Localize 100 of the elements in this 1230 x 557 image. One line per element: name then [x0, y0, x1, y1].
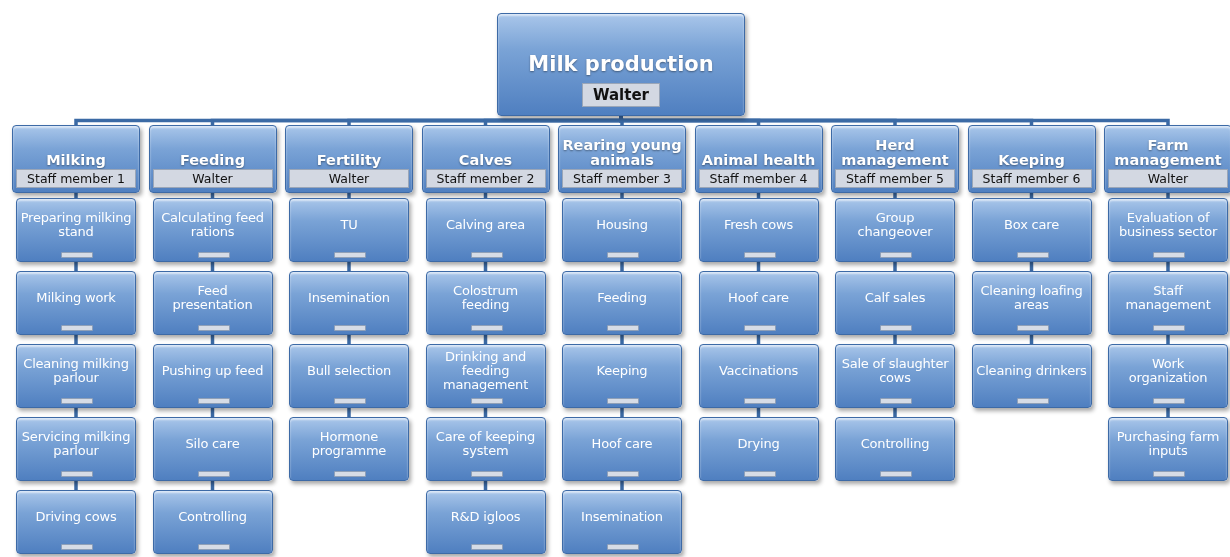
person-label: Staff member 3 [562, 169, 682, 188]
task-label: Vaccinations [718, 363, 799, 379]
task-label: Bull selection [306, 363, 392, 379]
connector-line [893, 408, 897, 417]
task-box [562, 344, 682, 408]
task-box [425, 344, 546, 408]
task-label: TU [340, 217, 358, 233]
task-label: Evaluation of business sector [1117, 210, 1219, 240]
heading: Animal health [701, 152, 816, 167]
category-box [421, 125, 550, 193]
task-box [698, 417, 819, 481]
connector-line [1166, 408, 1170, 417]
heading: Herd management [840, 138, 950, 167]
task-label: Insemination [308, 290, 390, 306]
connector-line [893, 193, 897, 198]
task-label: Group changeover [856, 210, 934, 240]
category-box [285, 125, 413, 193]
task-label: Feed presentation [171, 283, 254, 313]
category-box [967, 125, 1096, 193]
heading: Milk production [528, 54, 714, 75]
person-label: Staff member 2 [425, 169, 546, 188]
task-label: Hoof care [728, 290, 789, 306]
task-label: Care of keeping system [434, 429, 537, 459]
task-box [152, 344, 273, 408]
connector-line [893, 335, 897, 344]
connector-line [1166, 335, 1170, 344]
task-box [1108, 417, 1228, 481]
task-box [152, 490, 273, 554]
heading: Keeping [998, 152, 1065, 167]
task-label: Cleaning drinkers [976, 363, 1087, 379]
task-box [698, 344, 819, 408]
task-box [16, 344, 136, 408]
task-box [289, 417, 409, 481]
task-label: Cleaning milking parlour [22, 356, 130, 386]
connector-line [620, 408, 624, 417]
category-box [558, 125, 686, 193]
task-label: Cleaning loafing areas [979, 283, 1084, 313]
task-label: Work organization [1127, 356, 1209, 386]
connector-line [347, 408, 351, 417]
connector-line [74, 335, 78, 344]
heading: Milking [46, 152, 106, 167]
category-box [12, 125, 140, 193]
heading: Rearing young animals [562, 138, 682, 167]
connector-line [620, 335, 624, 344]
task-box [562, 198, 682, 262]
task-label: Purchasing farm inputs [1115, 429, 1221, 459]
connector-line [347, 193, 351, 198]
person-label: Walter [582, 83, 660, 107]
task-box [152, 271, 273, 335]
task-label: Drying [737, 436, 780, 452]
task-label: Preparing milking stand [19, 210, 133, 240]
task-box [1108, 344, 1228, 408]
heading: Fertility [316, 152, 382, 167]
task-box [971, 198, 1092, 262]
task-label: R&D igloos [450, 509, 521, 525]
task-label: Box care [1004, 217, 1059, 233]
connector-line [74, 193, 78, 198]
person-label: Walter [1108, 169, 1228, 188]
task-label: Hormone programme [310, 429, 388, 459]
task-box [425, 271, 546, 335]
person-label: Staff member 6 [971, 169, 1092, 188]
task-box [16, 198, 136, 262]
task-label: Keeping [596, 363, 648, 379]
task-box [1108, 198, 1228, 262]
task-label: Silo care [185, 436, 240, 452]
connector-line [620, 481, 624, 490]
person-label: Staff member 1 [16, 169, 136, 188]
task-label: Staff management [1124, 283, 1212, 313]
task-label: Pushing up feed [161, 363, 264, 379]
task-box [835, 198, 955, 262]
task-box [16, 490, 136, 554]
task-box [562, 417, 682, 481]
task-box [425, 417, 546, 481]
person-label: Walter [289, 169, 409, 188]
connector-line [620, 193, 624, 198]
task-box [562, 271, 682, 335]
task-label: Sale of slaughter cows [840, 356, 950, 386]
task-box [289, 271, 409, 335]
task-label: Controlling [860, 436, 930, 452]
task-box [835, 417, 955, 481]
task-box [835, 271, 955, 335]
connector-line [893, 262, 897, 271]
task-label: Hoof care [591, 436, 653, 452]
person-label: Staff member 5 [835, 169, 955, 188]
connector-line [1166, 262, 1170, 271]
connector-line [74, 481, 78, 490]
task-box [835, 344, 955, 408]
category-box [148, 125, 277, 193]
heading: Farm management [1113, 138, 1223, 167]
task-box [16, 417, 136, 481]
task-label: Calving area [445, 217, 526, 233]
task-label: Calf sales [864, 290, 926, 306]
task-label: Insemination [581, 509, 663, 525]
task-box [289, 344, 409, 408]
person-label: Walter [152, 169, 273, 188]
heading: Feeding [179, 152, 245, 167]
connector-line [74, 262, 78, 271]
connector-line [347, 335, 351, 344]
task-box [425, 490, 546, 554]
task-box [698, 271, 819, 335]
